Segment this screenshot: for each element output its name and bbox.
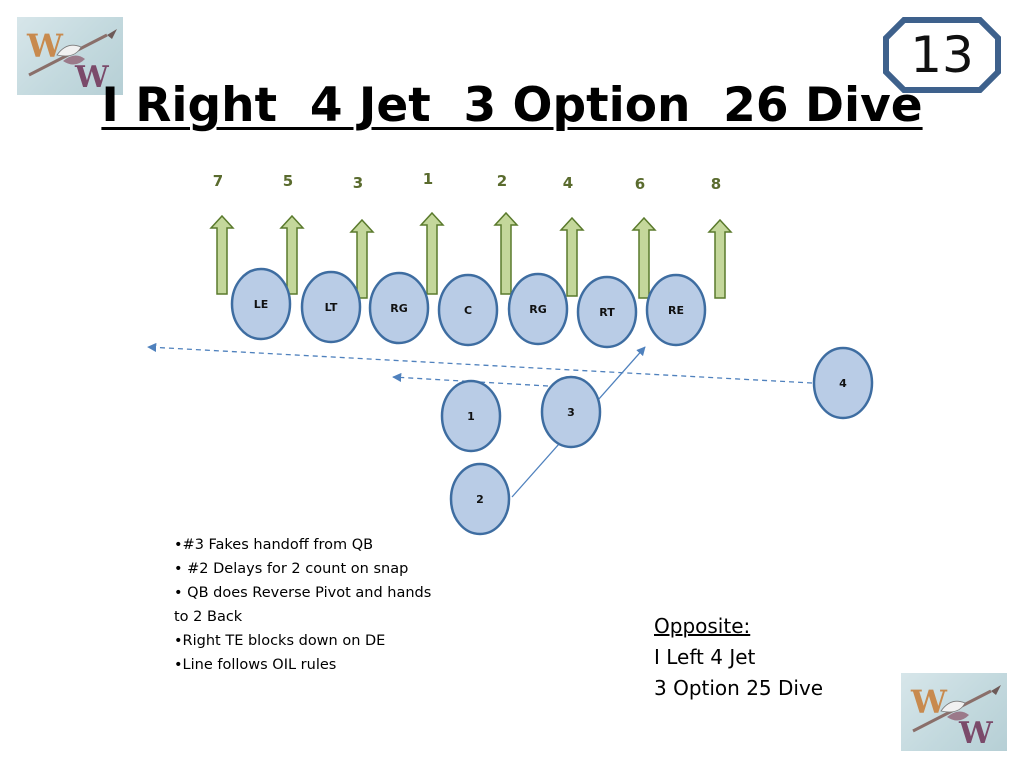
play-title: I Right 4 Jet 3 Option 26 Dive: [0, 78, 1024, 133]
block-arrow-up-icon: [707, 218, 733, 299]
slide-number-badge: 13: [882, 16, 1002, 94]
svg-text:W: W: [958, 716, 994, 751]
block-arrow-up-icon: [493, 211, 519, 295]
option-route-3: [392, 372, 549, 387]
hole-number-label: 8: [711, 175, 721, 193]
player-C: C: [437, 273, 499, 347]
spear-feather-icon: W W: [26, 27, 117, 95]
hole-number-label: 6: [635, 175, 645, 193]
player-4: 4: [812, 346, 874, 420]
svg-text:1: 1: [467, 410, 475, 423]
note-item: •Right TE blocks down on DE: [174, 633, 386, 649]
player-RT: RT: [576, 275, 638, 349]
coaching-notes: •#3 Fakes handoff from QB • #2 Delays fo…: [174, 533, 444, 677]
opposite-play: Opposite: I Left 4 Jet 3 Option 25 Dive: [654, 611, 823, 704]
player-2: 2: [449, 462, 511, 536]
block-arrow-up-icon: [279, 214, 305, 295]
note-item: •Line follows OIL rules: [174, 657, 337, 673]
note-item: •#3 Fakes handoff from QB: [174, 537, 374, 553]
block-arrow-up-icon: [419, 211, 445, 295]
hole-number-label: 7: [213, 172, 223, 190]
player-3: 3: [540, 375, 602, 449]
player-1: 1: [440, 379, 502, 453]
svg-text:LT: LT: [325, 301, 338, 314]
hole-arrows: [209, 211, 733, 299]
team-logo-bottom: W W: [901, 673, 1007, 751]
player-RE: RE: [645, 273, 707, 347]
hole-numbers: 7 5 3 1 2 4 6 8: [213, 170, 721, 193]
svg-text:RG: RG: [529, 303, 547, 316]
block-arrow-up-icon: [209, 214, 235, 295]
player-LT: LT: [300, 270, 362, 344]
svg-text:W: W: [910, 683, 948, 721]
team-logo: W W: [17, 17, 123, 95]
block-arrow-up-icon: [559, 216, 585, 297]
opposite-line: 3 Option 25 Dive: [654, 676, 824, 700]
hole-number-label: 4: [563, 174, 573, 192]
player-LE: LE: [230, 267, 292, 341]
hole-number-label: 3: [353, 174, 363, 192]
spear-feather-icon: W W: [910, 683, 1001, 751]
play-title-text: I Right 4 Jet 3 Option 26 Dive: [101, 78, 923, 133]
hole-number-label: 2: [497, 172, 507, 190]
block-arrow-up-icon: [631, 216, 657, 299]
block-arrow-up-icon: [349, 218, 375, 299]
svg-text:RG: RG: [390, 302, 408, 315]
players: LE LT RG C RG RT RE 1 3 2 4: [230, 267, 874, 536]
svg-text:RE: RE: [668, 304, 684, 317]
svg-text:C: C: [464, 304, 472, 317]
opposite-heading: Opposite:: [654, 614, 751, 638]
svg-text:LE: LE: [254, 298, 269, 311]
svg-text:W: W: [74, 60, 110, 95]
svg-text:4: 4: [839, 377, 847, 390]
player-RG: RG: [368, 271, 430, 345]
svg-text:2: 2: [476, 493, 484, 506]
player-RG: RG: [507, 272, 569, 346]
svg-text:RT: RT: [599, 306, 615, 319]
slide-number: 13: [910, 26, 974, 84]
hole-number-label: 5: [283, 172, 293, 190]
hole-number-label: 1: [423, 170, 433, 188]
note-item: • #2 Delays for 2 count on snap: [174, 561, 409, 577]
svg-text:3: 3: [567, 406, 575, 419]
opposite-line: I Left 4 Jet: [654, 645, 756, 669]
svg-text:W: W: [26, 27, 64, 65]
jet-motion-route-4: [147, 342, 813, 384]
note-item: • QB does Reverse Pivot and hands to 2 B…: [174, 585, 432, 625]
